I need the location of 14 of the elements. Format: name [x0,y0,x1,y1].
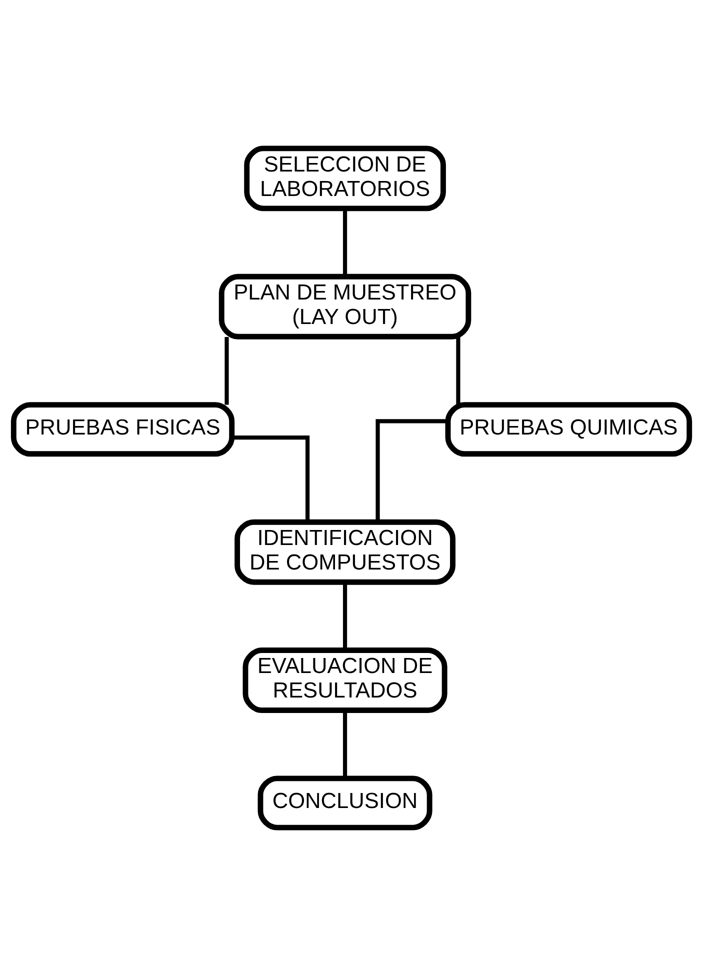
node-box: PRUEBAS FISICAS [10,402,235,457]
node-box: EVALUACION DE RESULTADOS [242,648,448,713]
connector [456,336,460,405]
node-box: PRUEBAS QUIMICAS [445,402,692,457]
connector [232,436,310,522]
connector [224,336,229,405]
node-box: IDENTIFICACION DE COMPUESTOS [234,519,456,585]
connector [342,208,348,276]
node-box: CONCLUSION [258,776,432,830]
connector [342,582,348,650]
node-box: SELECCION DE LABORATORIOS [244,146,446,212]
node-box: PLAN DE MUESTREO (LAY OUT) [218,274,472,340]
connector [376,419,448,522]
connector [342,710,348,778]
